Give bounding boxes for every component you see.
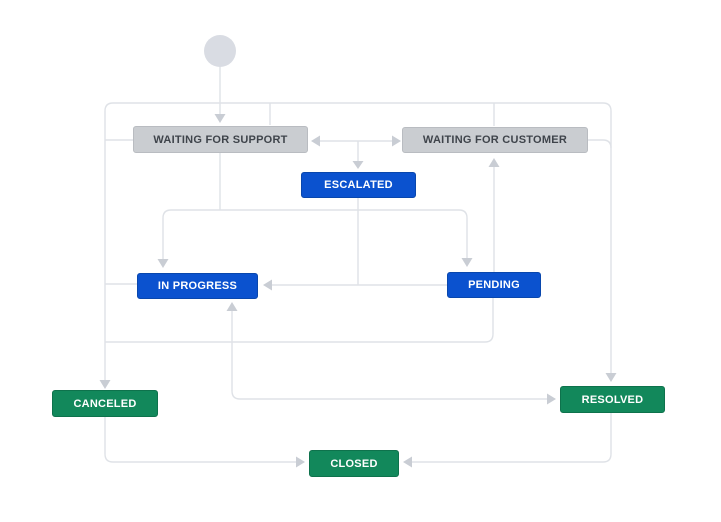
- arrowhead-into-closed-right: [403, 456, 412, 468]
- status-closed[interactable]: CLOSED: [309, 450, 399, 477]
- arrowhead-into-in-progress-top: [157, 259, 169, 268]
- arrowhead-into-in-progress-right: [263, 279, 272, 291]
- arrowhead-into-waiting-for-support: [214, 114, 226, 123]
- status-label: RESOLVED: [581, 393, 644, 406]
- edge-split-to-in-progress-and-pending: [162, 209, 468, 259]
- arrowhead-into-in-progress-bottom: [226, 302, 238, 311]
- edge-top-loop-canceled-resolved: [104, 102, 612, 380]
- edge-pending-to-canceled: [105, 298, 494, 343]
- arrowhead-into-closed-left: [296, 456, 305, 468]
- status-pending[interactable]: PENDING: [447, 272, 541, 298]
- status-resolved[interactable]: RESOLVED: [560, 386, 665, 413]
- status-label: PENDING: [468, 279, 520, 291]
- status-canceled[interactable]: CANCELED: [52, 390, 158, 417]
- arrowhead-into-waiting-for-support-right: [311, 135, 320, 147]
- status-waiting-for-customer[interactable]: WAITING FOR CUSTOMER: [402, 127, 588, 153]
- connector-lines: [104, 67, 612, 463]
- status-label: IN PROGRESS: [157, 280, 238, 292]
- status-escalated[interactable]: ESCALATED: [301, 172, 416, 198]
- arrowhead-into-resolved-top: [605, 373, 617, 382]
- arrowhead-into-canceled: [99, 380, 111, 389]
- status-label: ESCALATED: [324, 179, 393, 191]
- arrowheads: [99, 114, 617, 468]
- arrowhead-into-waiting-for-customer-left: [392, 135, 401, 147]
- arrowhead-into-pending-top: [461, 258, 473, 267]
- status-label: CANCELED: [73, 397, 137, 410]
- status-label: WAITING FOR SUPPORT: [153, 133, 288, 146]
- status-label: CLOSED: [330, 457, 378, 470]
- start-node: [204, 35, 236, 67]
- arrowhead-into-resolved-left: [547, 393, 556, 405]
- edge-canceled-to-closed: [104, 417, 296, 463]
- status-waiting-for-support[interactable]: WAITING FOR SUPPORT: [133, 126, 308, 153]
- arrowhead-into-escalated: [352, 161, 364, 169]
- status-in-progress[interactable]: IN PROGRESS: [137, 273, 258, 299]
- edge-in-progress-resolved-bidirectional: [231, 311, 547, 400]
- edge-resolved-to-closed: [412, 413, 612, 463]
- edge-stub-waiting-for-customer-right: [588, 139, 612, 149]
- status-label: WAITING FOR CUSTOMER: [422, 134, 568, 146]
- arrowhead-into-waiting-for-customer-bottom: [488, 158, 500, 167]
